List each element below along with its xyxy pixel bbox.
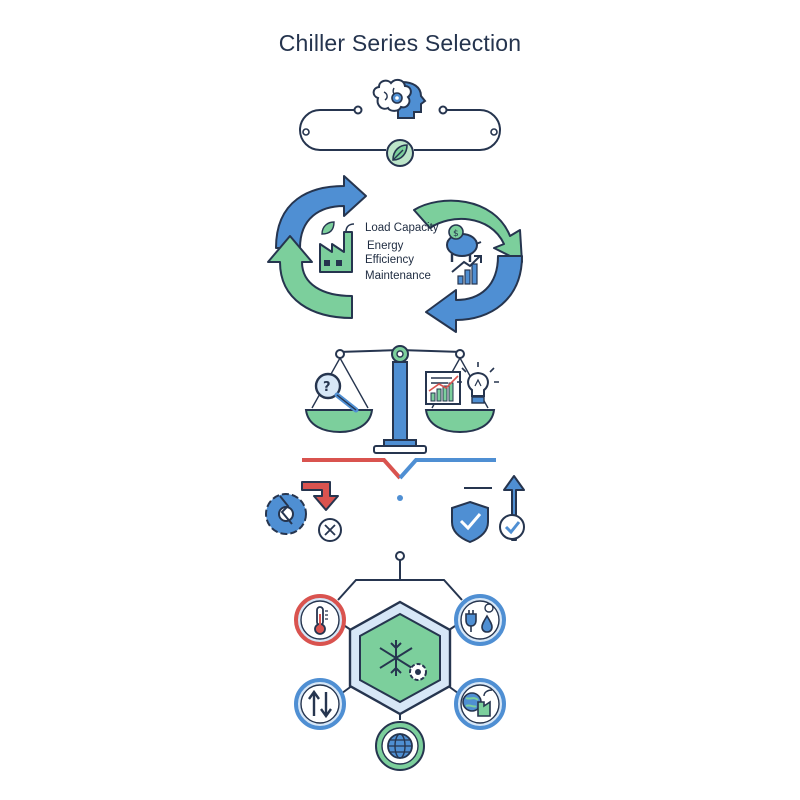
x-circle-icon xyxy=(318,518,342,542)
thermometer-icon[interactable] xyxy=(294,594,346,646)
check-circle-icon xyxy=(499,514,525,540)
lightbulb-icon xyxy=(457,362,499,404)
piggy-bank-icon: $ xyxy=(446,224,482,262)
balance-scale xyxy=(304,345,496,454)
svg-text:$: $ xyxy=(453,229,459,239)
magnifier-question-icon: ? xyxy=(314,372,359,413)
report-chart-icon xyxy=(425,371,461,405)
criterion-energy-line1: Energy xyxy=(367,240,404,252)
leaf-icon xyxy=(386,139,414,167)
snowflake-gear-icon[interactable] xyxy=(348,600,452,716)
eco-factory-icon[interactable] xyxy=(454,678,506,730)
cycle-arrows xyxy=(267,175,523,333)
growth-chart-icon xyxy=(451,255,482,285)
criterion-load-capacity: Load Capacity xyxy=(365,222,439,234)
top-connector xyxy=(299,105,501,151)
shield-check-icon xyxy=(451,500,489,544)
decision-split xyxy=(302,458,496,501)
page-title: Chiller Series Selection xyxy=(278,30,522,56)
updown-arrows-icon[interactable] xyxy=(294,678,346,730)
svg-text:?: ? xyxy=(323,380,331,395)
red-down-arrow xyxy=(301,481,339,511)
criterion-energy-line2: Efficiency xyxy=(365,254,414,266)
criterion-maintenance: Maintenance xyxy=(365,270,431,282)
broken-gear-icon xyxy=(265,493,307,535)
factory-icon xyxy=(319,221,355,273)
brain-gear-icon xyxy=(372,78,427,119)
globe-icon[interactable] xyxy=(375,721,425,771)
plug-water-icon[interactable] xyxy=(454,594,506,646)
